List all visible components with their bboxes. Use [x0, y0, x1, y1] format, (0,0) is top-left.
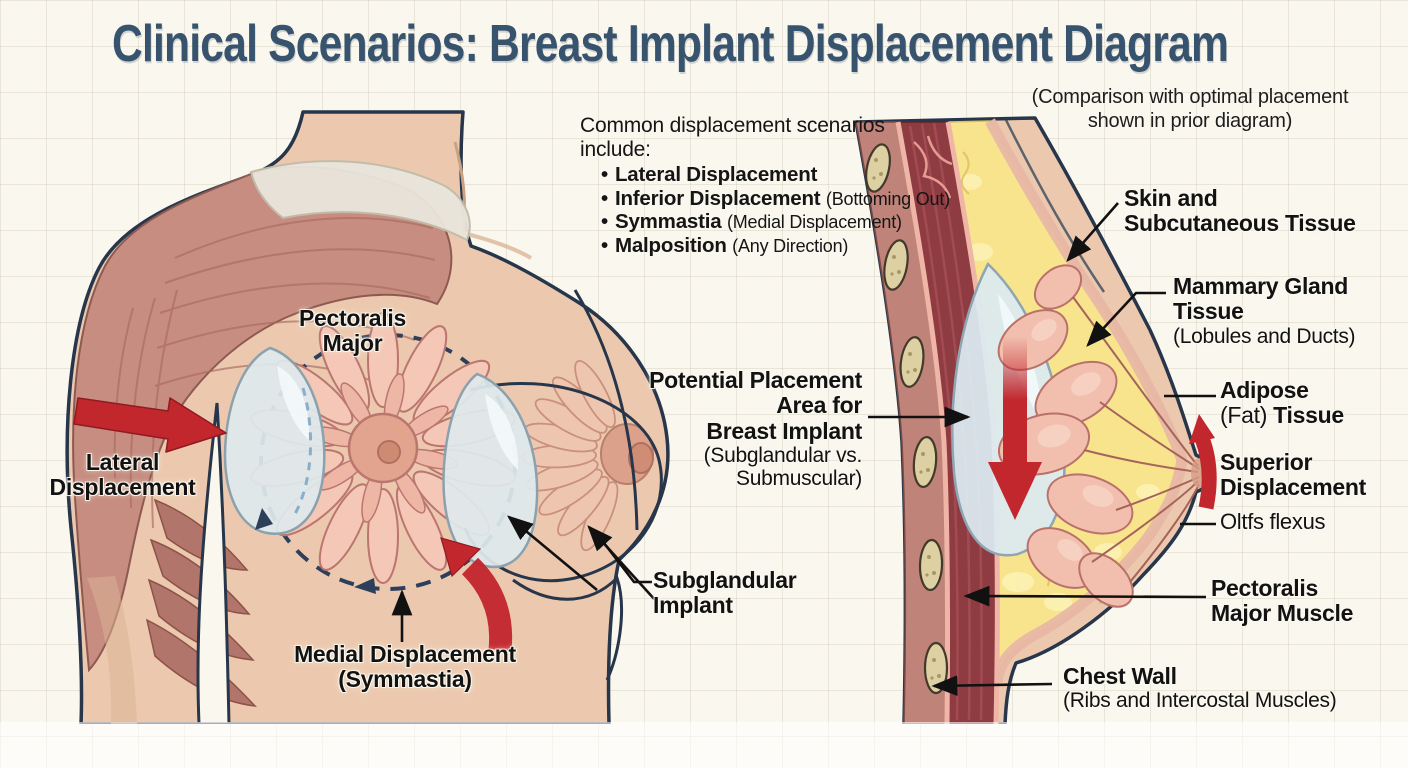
subtitle-note: (Comparison with optimal placement shown… [1005, 85, 1375, 133]
scenario-note: (Bottoming Out) [825, 188, 950, 209]
pocket-rotation-arrowheads [255, 508, 376, 594]
scenario-list: Common displacement scenarios include: •… [580, 114, 950, 258]
scenario-note: (Medial Displacement) [726, 212, 902, 233]
bullet-icon: • [601, 210, 608, 234]
bullet-icon: • [601, 163, 608, 187]
subtitle-line1: (Comparison with optimal placement [1031, 86, 1349, 108]
scenario-item: •Lateral Displacement [601, 163, 900, 187]
scenario-heading-line1: Common displacement scenarios [580, 114, 885, 137]
scenario-note: (Any Direction) [732, 235, 849, 256]
pectoralis-muscle-region [72, 166, 453, 673]
right-breast [463, 359, 663, 681]
ribs [865, 143, 949, 695]
sagittal-view-illustration [854, 116, 1215, 724]
vessels [913, 135, 953, 199]
label-superior-displacement: Superior Displacement [1220, 449, 1366, 501]
label-potential-placement: Potential Placement Area for Breast Impl… [649, 367, 862, 490]
muscle-divider-1 [895, 121, 951, 724]
subtitle-line2: shown in prior diagram) [1087, 110, 1293, 132]
bullet-icon: • [601, 233, 608, 257]
scenario-item: •Symmastia (Medial Displacement) [601, 210, 902, 234]
scenario-term: Malposition [614, 233, 727, 257]
bottom-margin-strip [0, 722, 1408, 768]
right-breast-gland [521, 359, 654, 552]
laterally-displaced-implant [223, 346, 326, 535]
scenario-item: •Inferior Displacement (Bottoming Out) [601, 186, 950, 211]
label-oltfs-flexus: Oltfs flexus [1220, 509, 1326, 534]
label-mammary-gland: Mammary Gland Tissue (Lobules and Ducts) [1173, 273, 1356, 348]
label-skin-subcutaneous: Skin and Subcutaneous Tissue [1124, 185, 1356, 237]
scenario-item: •Malposition (Any Direction) [601, 233, 900, 258]
right-nipple [628, 442, 654, 474]
inner-skin-line [1004, 119, 1106, 293]
label-pectoralis-major: Pectoralis Major [299, 305, 406, 357]
label-medial-displacement: Medial Displacement (Symmastia) [294, 641, 516, 693]
fascia-band [249, 160, 471, 242]
arm-shading [87, 576, 137, 724]
scenario-heading-line2: include: [580, 137, 651, 161]
nipple [377, 440, 401, 464]
label-adipose-tissue: Adipose (Fat) Tissue [1220, 377, 1344, 429]
right-arm-inner-line [573, 289, 639, 531]
scenario-term: Inferior Displacement [614, 186, 821, 210]
label-pectoralis-major-muscle: Pectoralis Major Muscle [1211, 575, 1354, 627]
scenario-term: Lateral Displacement [614, 163, 818, 187]
bullet-icon: • [601, 186, 608, 210]
sagittal-nipple [1191, 458, 1209, 488]
label-chest-wall: Chest Wall (Ribs and Intercostal Muscles… [1063, 663, 1337, 713]
label-subglandular-implant: Subglandular Implant [653, 567, 797, 619]
scenario-term: Symmastia [614, 210, 722, 234]
front-view-illustration [65, 110, 670, 724]
label-lateral-displacement: Lateral Displacement [49, 449, 196, 501]
page-title: Clinical Scenarios: Breast Implant Displ… [112, 15, 1229, 73]
